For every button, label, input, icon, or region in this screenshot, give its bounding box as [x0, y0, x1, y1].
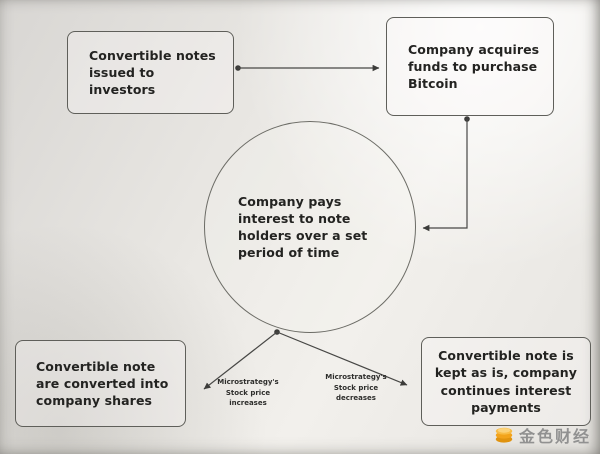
- edge-interest-to-kept: [276, 331, 408, 386]
- node-label: Convertible notes issued to investors: [89, 47, 216, 98]
- node-note-kept-as-is: Convertible note is kept as is, company …: [421, 337, 591, 426]
- golden-finance-logo-icon: [495, 427, 513, 443]
- edge-interest-to-shares: [203, 331, 278, 390]
- node-convertible-notes-issued: Convertible notes issued to investors: [67, 31, 234, 114]
- node-label: Convertible note is kept as is, company …: [434, 348, 578, 415]
- watermark-text: 金色财经: [518, 427, 591, 446]
- watermark: 金色财经: [494, 423, 591, 447]
- node-label: Company pays interest to note holders ov…: [238, 193, 368, 261]
- node-label: Convertible note are converted into comp…: [36, 358, 169, 409]
- edge-label-stock-increases: Microstrategy's Stock price increases: [217, 378, 279, 407]
- node-company-acquires-funds: Company acquires funds to purchase Bitco…: [386, 17, 554, 116]
- node-label: Company acquires funds to purchase Bitco…: [408, 41, 540, 92]
- node-note-converted-to-shares: Convertible note are converted into comp…: [15, 340, 186, 427]
- edge-label-stock-decreases: Microstrategy's Stock price decreases: [325, 373, 387, 402]
- edge-funds-to-interest: [422, 119, 468, 232]
- node-company-pays-interest: Company pays interest to note holders ov…: [204, 121, 416, 333]
